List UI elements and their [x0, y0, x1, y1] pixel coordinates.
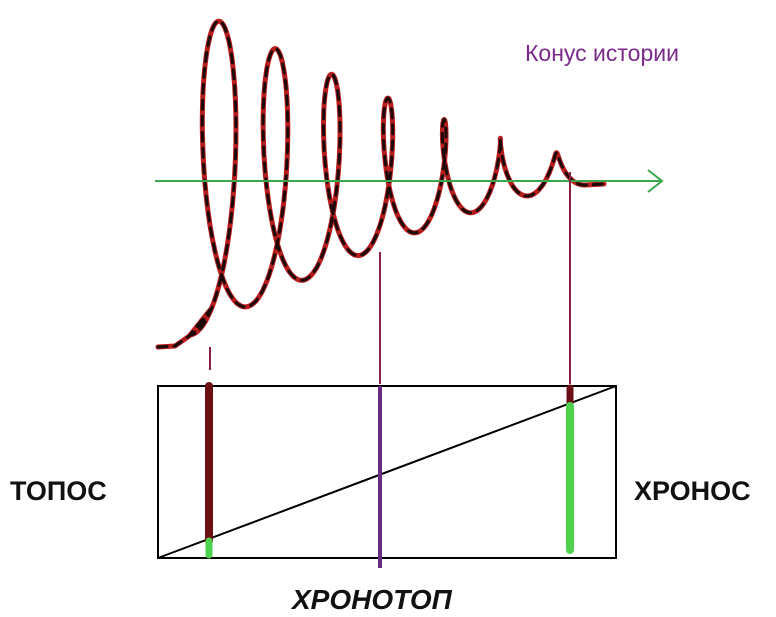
spiral-shadow — [156, 19, 606, 349]
time-axis — [155, 169, 664, 193]
connector-lines — [209, 172, 571, 384]
cone-label: Конус истории — [525, 40, 679, 66]
chronotop-label: ХРОНОТОП — [290, 584, 453, 615]
frame-diagonal — [157, 385, 617, 559]
topos-label: ТОПОС — [10, 476, 107, 506]
arrow-right-icon — [647, 169, 664, 193]
history-spiral — [155, 18, 607, 350]
chronos-label: ХРОНОС — [634, 476, 751, 506]
frame-rectangle — [157, 385, 617, 559]
chronotope-frame — [157, 385, 617, 559]
